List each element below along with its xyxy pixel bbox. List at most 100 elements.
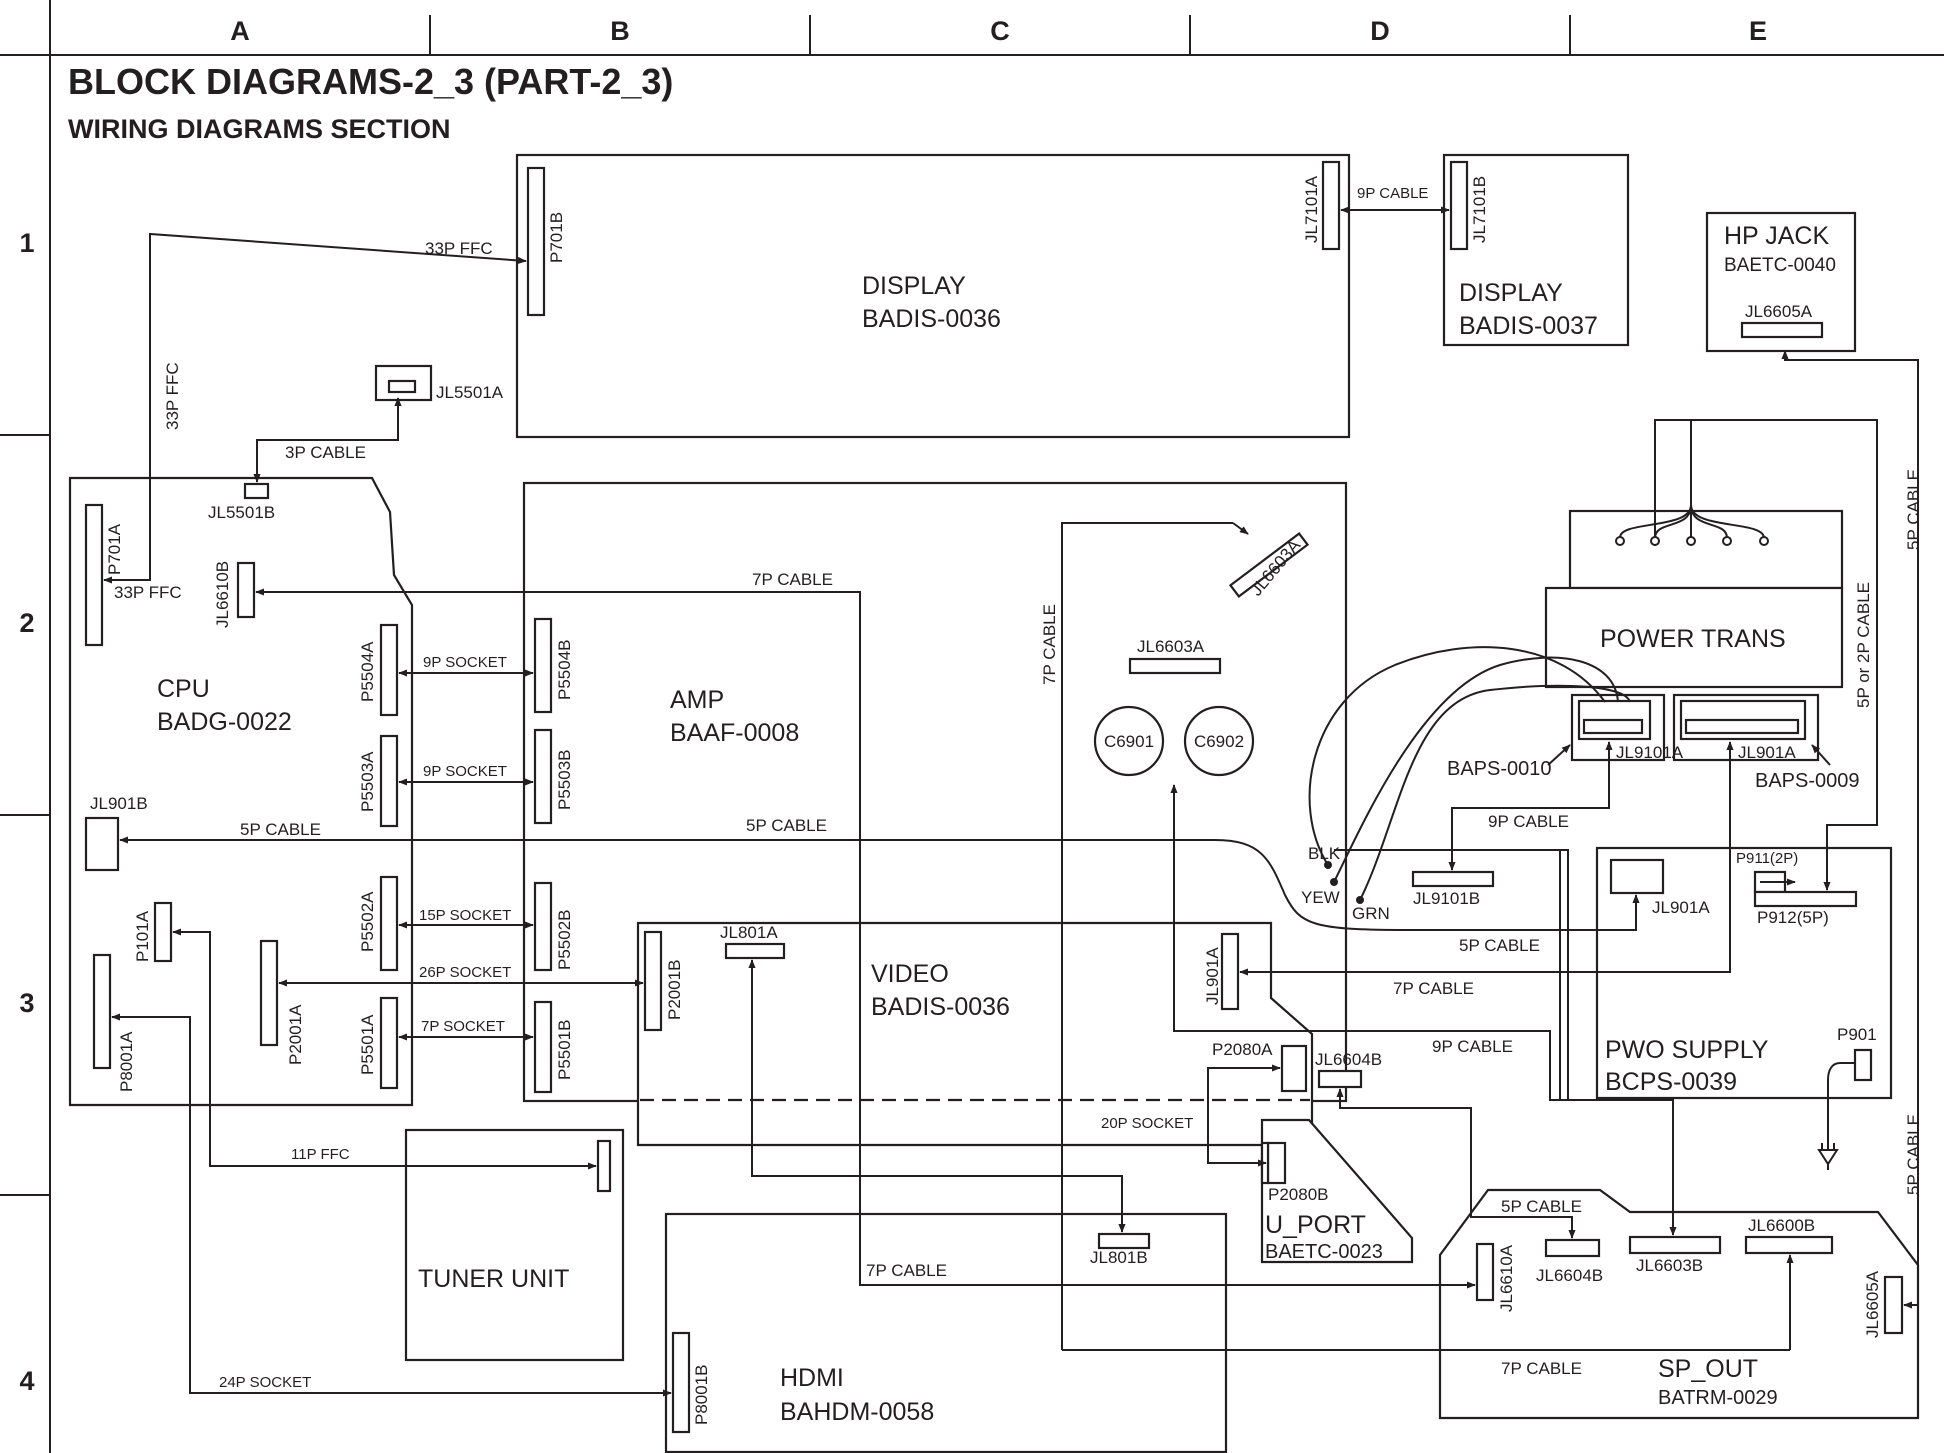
jl901b-label: JL901B xyxy=(90,794,148,813)
p2080a-label: P2080A xyxy=(1212,1040,1273,1059)
jl5501a-label: JL5501A xyxy=(436,383,504,402)
hdmi-code: BAHDM-0058 xyxy=(780,1398,934,1426)
cable-5p-right-top: 5P CABLE xyxy=(1904,469,1923,550)
cable-5p-pwo: 5P CABLE xyxy=(1459,936,1540,955)
p5503a-connector xyxy=(379,734,399,828)
grn-wire-label: GRN xyxy=(1352,904,1390,923)
p5501a-label: P5501A xyxy=(358,1014,377,1075)
tuner-unit-block xyxy=(404,1128,625,1362)
p8001b-connector xyxy=(671,1331,691,1434)
tuner-name: TUNER UNIT xyxy=(418,1265,569,1293)
jl6604b-main-connector xyxy=(1317,1069,1363,1089)
p912-connector xyxy=(1753,890,1858,908)
cable-5p-mid: 5P CABLE xyxy=(746,816,827,835)
display-0036-block xyxy=(515,153,1351,439)
p5504b-connector xyxy=(533,617,553,714)
cable-7p-jl901: 7P CABLE xyxy=(1393,979,1474,998)
jl6604b-sp-connector xyxy=(1544,1238,1601,1258)
power-trans-fanout xyxy=(1615,419,1878,630)
cable-33p-ffc-v: 33P FFC xyxy=(163,362,182,430)
page-subtitle: WIRING DIAGRAMS SECTION xyxy=(68,114,451,144)
jl801b-label: JL801B xyxy=(1090,1248,1148,1267)
c6901-label: C6901 xyxy=(1104,732,1154,751)
cable-9p-power: 9P CABLE xyxy=(1488,812,1569,831)
p5503b-connector xyxy=(533,728,553,825)
p911-label: P911(2P) xyxy=(1736,850,1798,867)
p5502a-label: P5502A xyxy=(358,891,377,952)
u-port-name: U_PORT xyxy=(1265,1211,1366,1239)
p2001b-label: P2001B xyxy=(665,960,684,1021)
amp-name: AMP xyxy=(670,686,724,714)
display-0036-code: BADIS-0036 xyxy=(862,305,1001,333)
p2001a-connector xyxy=(259,939,279,1047)
pwo-supply-name: PWO SUPPLY xyxy=(1605,1036,1769,1064)
grid-row-1: 1 xyxy=(19,228,34,258)
c6902-label: C6902 xyxy=(1194,732,1244,751)
p5504a-label: P5504A xyxy=(358,641,377,702)
p2001b-connector xyxy=(643,930,663,1032)
p8001a-connector xyxy=(92,953,112,1070)
jl901a-pwo-label: JL901A xyxy=(1652,898,1710,917)
sp-out-code: BATRM-0029 xyxy=(1658,1387,1778,1409)
cable-5p-right-bottom: 5P CABLE xyxy=(1904,1114,1923,1195)
jl6605a-sp-label: JL6605A xyxy=(1863,1270,1882,1338)
p101a-label: P101A xyxy=(133,910,152,962)
display-0037-block xyxy=(1442,153,1630,347)
p5501a-connector xyxy=(379,996,399,1090)
cable-7p-hdmi: 7P CABLE xyxy=(866,1261,947,1280)
jl6600b-label: JL6600B xyxy=(1748,1216,1815,1235)
p5502b-label: P5502B xyxy=(555,910,574,971)
p701b-label: P701B xyxy=(547,212,566,263)
jl6605a-hp-connector xyxy=(1740,321,1824,339)
p5504a-connector xyxy=(379,623,399,717)
sp-out-name: SP_OUT xyxy=(1658,1355,1758,1383)
jl9101b-connector xyxy=(1411,870,1495,888)
jl6610b-label: JL6610B xyxy=(213,561,232,628)
cpu-name: CPU xyxy=(157,675,210,703)
p8001b-label: P8001B xyxy=(692,1365,711,1426)
jl5501b-connector xyxy=(243,482,270,500)
cable-33p-ffc-cpu: 33P FFC xyxy=(114,583,182,602)
jl5501a-inner xyxy=(387,379,417,394)
display-0037-name: DISPLAY xyxy=(1459,279,1563,307)
cable-routes xyxy=(103,206,1919,1397)
p912-label: P912(5P) xyxy=(1757,908,1829,927)
jl9101a-label: JL9101A xyxy=(1616,743,1684,762)
tuner-connector xyxy=(596,1139,612,1193)
p2080a-connector xyxy=(1280,1044,1308,1093)
jl901a-pwo-connector xyxy=(1609,858,1665,895)
jl9101b-label: JL9101B xyxy=(1413,889,1480,908)
cable-9p-socket-1: 9P SOCKET xyxy=(423,654,507,671)
cable-5p-sp: 5P CABLE xyxy=(1501,1197,1582,1216)
page-title: BLOCK DIAGRAMS-2_3 (PART-2_3) xyxy=(68,61,673,102)
p5503a-label: P5503A xyxy=(358,751,377,812)
p5502a-connector xyxy=(379,875,399,972)
yew-wire-label: YEW xyxy=(1301,888,1340,907)
video-code: BADIS-0036 xyxy=(871,993,1010,1021)
grid-row-2: 2 xyxy=(19,608,34,638)
jl801a-connector xyxy=(724,942,786,960)
cable-33p-ffc-h: 33P FFC xyxy=(425,239,493,258)
grid-column-labels: A B C D E xyxy=(230,16,1767,46)
jl901a-video-connector xyxy=(1220,932,1240,1011)
cable-9p-top: 9P CABLE xyxy=(1357,185,1428,202)
cable-7p-vert: 7P CABLE xyxy=(1040,604,1059,685)
jl7101b-label: JL7101B xyxy=(1470,176,1489,243)
jl6603b-label: JL6603B xyxy=(1636,1256,1703,1275)
grid-col-d: D xyxy=(1370,16,1390,46)
jl801a-label: JL801A xyxy=(720,923,778,942)
blk-wire-label: BLK xyxy=(1308,844,1341,863)
hp-jack-name: HP JACK xyxy=(1724,222,1829,250)
grid-row-labels: 1 2 3 4 xyxy=(19,228,34,1396)
cable-24p-socket: 24P SOCKET xyxy=(219,1374,311,1391)
jl7101a-connector xyxy=(1321,160,1341,251)
p701b-connector xyxy=(526,166,546,317)
grid-row-4: 4 xyxy=(19,1366,34,1396)
p2080b-label: P2080B xyxy=(1268,1185,1329,1204)
jl901a-power-label: JL901A xyxy=(1738,743,1796,762)
power-wires xyxy=(1308,646,1631,1100)
inner-board-outline xyxy=(1345,735,1400,851)
jl6604b-sp-label: JL6604B xyxy=(1536,1266,1603,1285)
jl6603a-connector xyxy=(1128,657,1222,675)
jl7101b-connector xyxy=(1449,160,1469,251)
